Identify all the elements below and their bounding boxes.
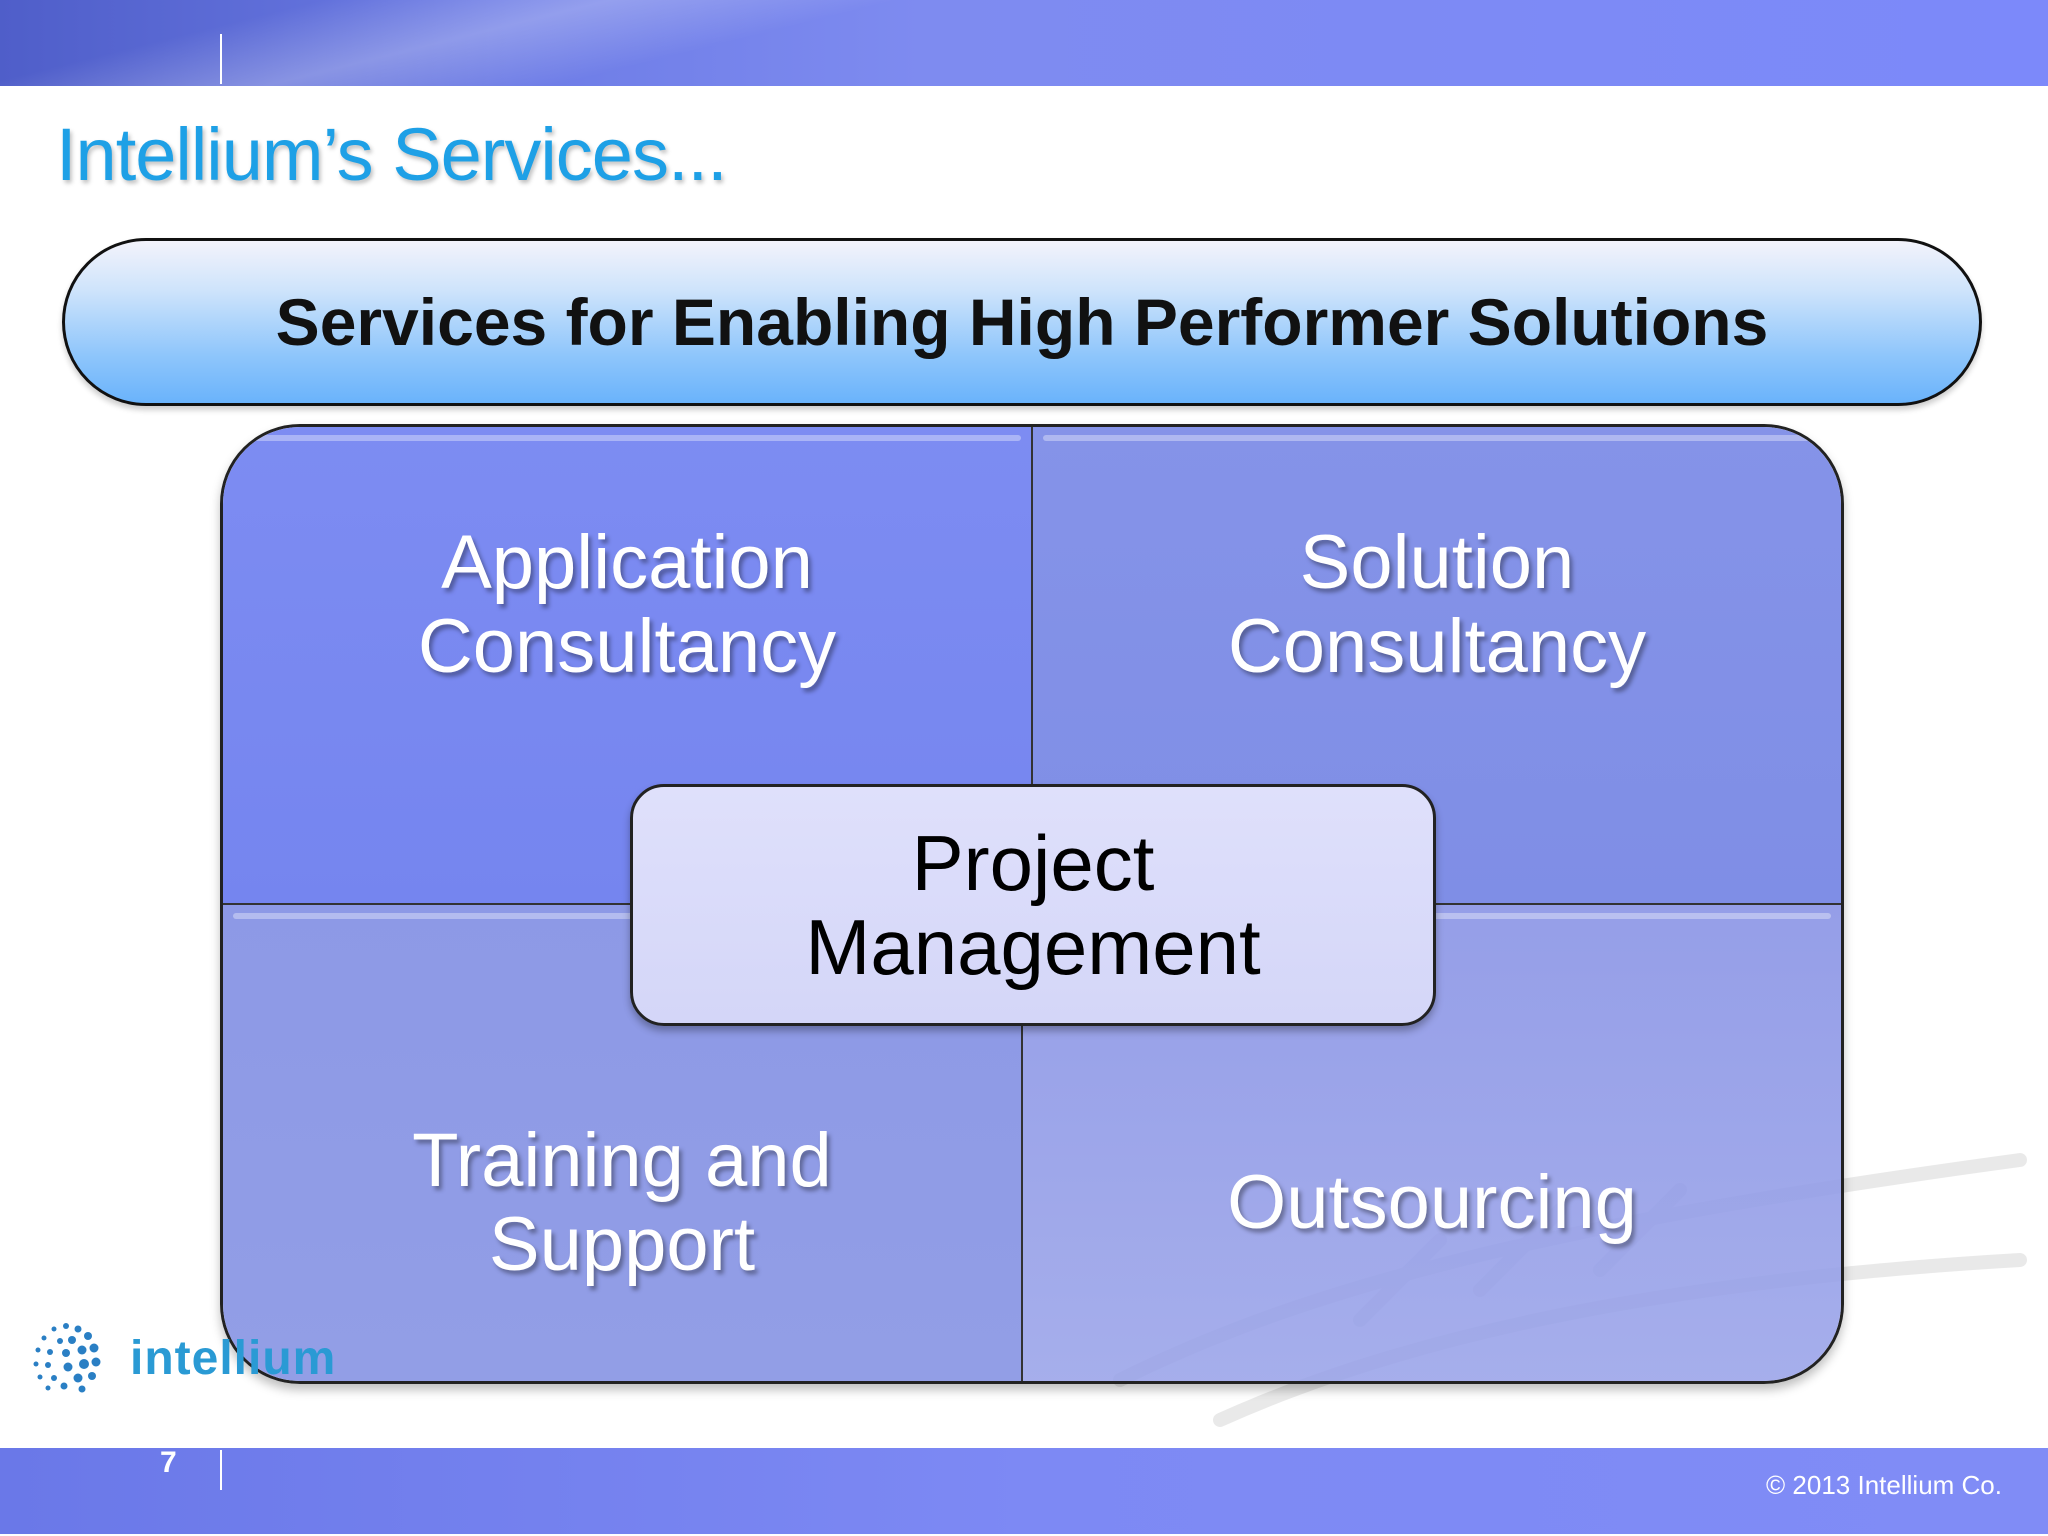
project-management-box: Project Management xyxy=(630,784,1436,1026)
quadrant-label-line: Application xyxy=(441,520,813,605)
quadrant-solution-consultancy: Solution Consultancy xyxy=(1033,427,1841,905)
intellium-logo: intellium xyxy=(24,1316,354,1400)
quadrant-label-line: Support xyxy=(488,1201,756,1287)
bottom-band xyxy=(0,1448,2048,1534)
quadrant-label-line: Solution xyxy=(1299,520,1575,605)
top-band-streak xyxy=(0,0,1005,86)
quadrant-label-line: Outsourcing xyxy=(1227,1160,1637,1245)
quadrant-label: Training and Support xyxy=(412,1119,832,1286)
logo-text: intellium xyxy=(130,1331,337,1385)
top-band xyxy=(0,0,2048,86)
center-label-line: Management xyxy=(805,903,1261,991)
quadrant-label-line: Consultancy xyxy=(417,603,837,689)
quadrant-label-line: Training and xyxy=(412,1118,832,1203)
center-label: Project Management xyxy=(805,818,1261,991)
slide-title: Intellium’s Services... xyxy=(56,113,728,196)
services-banner: Services for Enabling High Performer Sol… xyxy=(62,238,1982,406)
quadrant-label-line: Consultancy xyxy=(1227,603,1647,689)
page-number: 7 xyxy=(160,1446,177,1479)
dotted-sphere-icon xyxy=(33,1323,101,1393)
quadrant-label: Solution Consultancy xyxy=(1228,521,1646,688)
center-label-line: Project xyxy=(911,818,1155,907)
copyright-text: © 2013 Intellium Co. xyxy=(1766,1470,2002,1500)
banner-text: Services for Enabling High Performer Sol… xyxy=(275,285,1769,359)
bottom-divider-tick xyxy=(220,1450,222,1490)
quadrant-label: Outsourcing xyxy=(1227,1161,1637,1245)
top-divider-tick xyxy=(220,34,222,84)
quadrant-label: Application Consultancy xyxy=(418,521,836,688)
